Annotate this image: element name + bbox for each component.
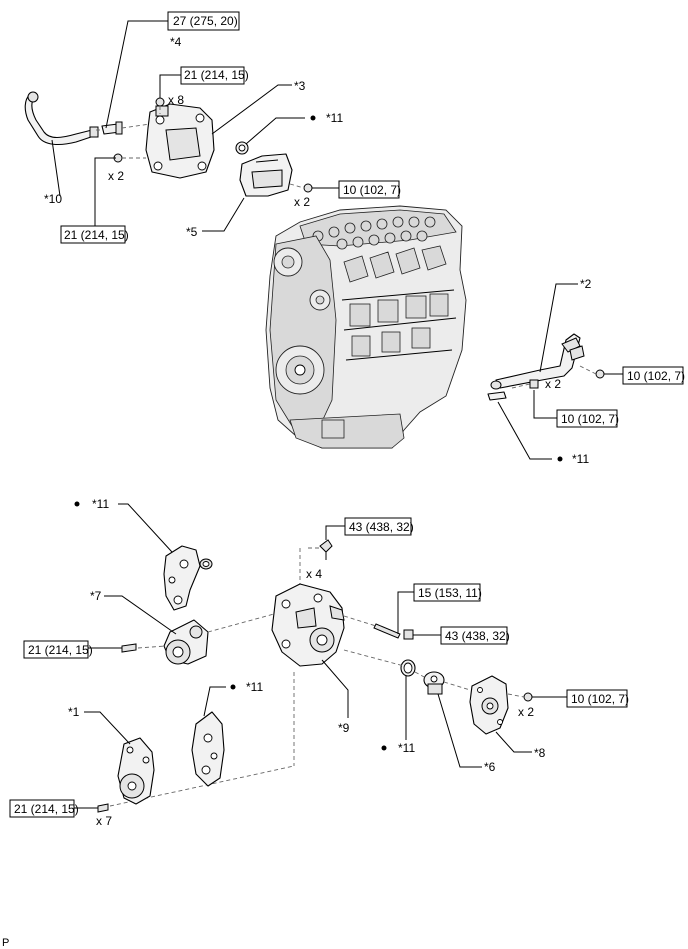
torque-box-9top: 43 (438, 32) xyxy=(344,517,414,536)
torque-box-5: 10 (102, 7) xyxy=(338,180,401,199)
svg-text:10 (102, 7): 10 (102, 7) xyxy=(627,369,685,383)
svg-text:21 (214, 15): 21 (214, 15) xyxy=(14,802,79,816)
svg-text:27 (275, 20): 27 (275, 20) xyxy=(173,14,238,28)
water-pump-1 xyxy=(117,737,155,805)
dot-11a xyxy=(310,115,316,121)
qty-1: x 7 xyxy=(96,814,112,828)
callout-4: *4 xyxy=(170,35,182,49)
qty-3-top: x 8 xyxy=(168,93,184,107)
callout-9: *9 xyxy=(338,721,350,735)
water-pump-housing-9 xyxy=(271,583,345,667)
callout-11e: *11 xyxy=(246,680,263,694)
stud-bolt xyxy=(373,623,401,639)
gasket-11d xyxy=(400,659,416,677)
nut-2 xyxy=(511,379,539,389)
torque-box-2b: 10 (102, 7) xyxy=(556,409,619,428)
torque-box-9nut: 43 (438, 32) xyxy=(440,626,510,645)
callout-8: *8 xyxy=(534,746,546,760)
bolt-5 xyxy=(289,183,313,193)
bolt-8 xyxy=(507,692,533,702)
svg-text:10 (102, 7): 10 (102, 7) xyxy=(343,183,401,197)
gasket-11b xyxy=(487,391,507,401)
water-inlet-5 xyxy=(239,153,293,197)
callout-7: *7 xyxy=(90,589,102,603)
callout-5: *5 xyxy=(186,225,198,239)
bolt-3-left xyxy=(113,153,146,163)
svg-text:10 (102, 7): 10 (102, 7) xyxy=(571,692,629,706)
svg-text:43 (438, 32): 43 (438, 32) xyxy=(445,629,510,643)
bolt-1 xyxy=(97,803,109,813)
dot-11c xyxy=(74,501,80,507)
engine-assembly xyxy=(265,205,467,449)
qty-2: x 2 xyxy=(545,377,561,391)
dot-11d xyxy=(381,745,387,751)
callout-11b: *11 xyxy=(572,452,589,466)
torque-box-8: 10 (102, 7) xyxy=(566,689,629,708)
bolt-7 xyxy=(121,643,137,653)
svg-text:10 (102, 7): 10 (102, 7) xyxy=(561,412,619,426)
torque-box-2a: 10 (102, 7) xyxy=(622,366,685,385)
callout-11a: *11 xyxy=(326,111,343,125)
torque-box-4: 27 (275, 20) xyxy=(167,11,240,31)
dot-11e xyxy=(230,684,236,690)
idler-pulley-7 xyxy=(163,619,209,665)
svg-text:21 (214, 15): 21 (214, 15) xyxy=(64,228,129,242)
torque-box-7: 21 (214, 15) xyxy=(23,640,93,659)
torque-box-stud: 15 (153, 11) xyxy=(413,583,482,602)
bolt-9-top xyxy=(319,539,333,560)
torque-box-3b: 21 (214, 15) xyxy=(60,225,129,244)
qty-8: x 2 xyxy=(518,705,534,719)
torque-box-1: 21 (214, 15) xyxy=(9,799,79,818)
callout-1: *1 xyxy=(68,705,80,719)
thermostat-6 xyxy=(423,671,445,695)
water-bypass-pipe-2 xyxy=(490,333,585,390)
svg-text:21 (214, 15): 21 (214, 15) xyxy=(184,68,249,82)
callout-6: *6 xyxy=(484,760,496,774)
gasket-11c xyxy=(163,545,213,611)
gasket-11e xyxy=(191,711,225,787)
torque-box-3a: 21 (214, 15) xyxy=(180,66,249,85)
callout-2: *2 xyxy=(580,277,592,291)
water-bypass-hose xyxy=(24,91,99,146)
callout-10: *10 xyxy=(44,192,62,206)
svg-text:43 (438, 32): 43 (438, 32) xyxy=(349,520,414,534)
hose-fitting-bolt xyxy=(101,121,123,135)
gasket-11a xyxy=(235,141,249,155)
water-inlet-8 xyxy=(469,675,509,735)
bolt-2-right xyxy=(579,365,605,379)
callout-11c: *11 xyxy=(92,497,109,511)
qty-3-left: x 2 xyxy=(108,169,124,183)
callout-3: *3 xyxy=(294,79,306,93)
svg-text:21 (214, 15): 21 (214, 15) xyxy=(28,643,93,657)
water-outlet-housing xyxy=(145,103,215,179)
nut-9 xyxy=(403,629,414,640)
illustration-code: P xyxy=(2,937,9,949)
qty-9: x 4 xyxy=(306,567,322,581)
dot-11b xyxy=(557,456,563,462)
svg-text:15 (153, 11): 15 (153, 11) xyxy=(418,586,482,600)
qty-5: x 2 xyxy=(294,195,310,209)
callout-11d: *11 xyxy=(398,741,415,755)
